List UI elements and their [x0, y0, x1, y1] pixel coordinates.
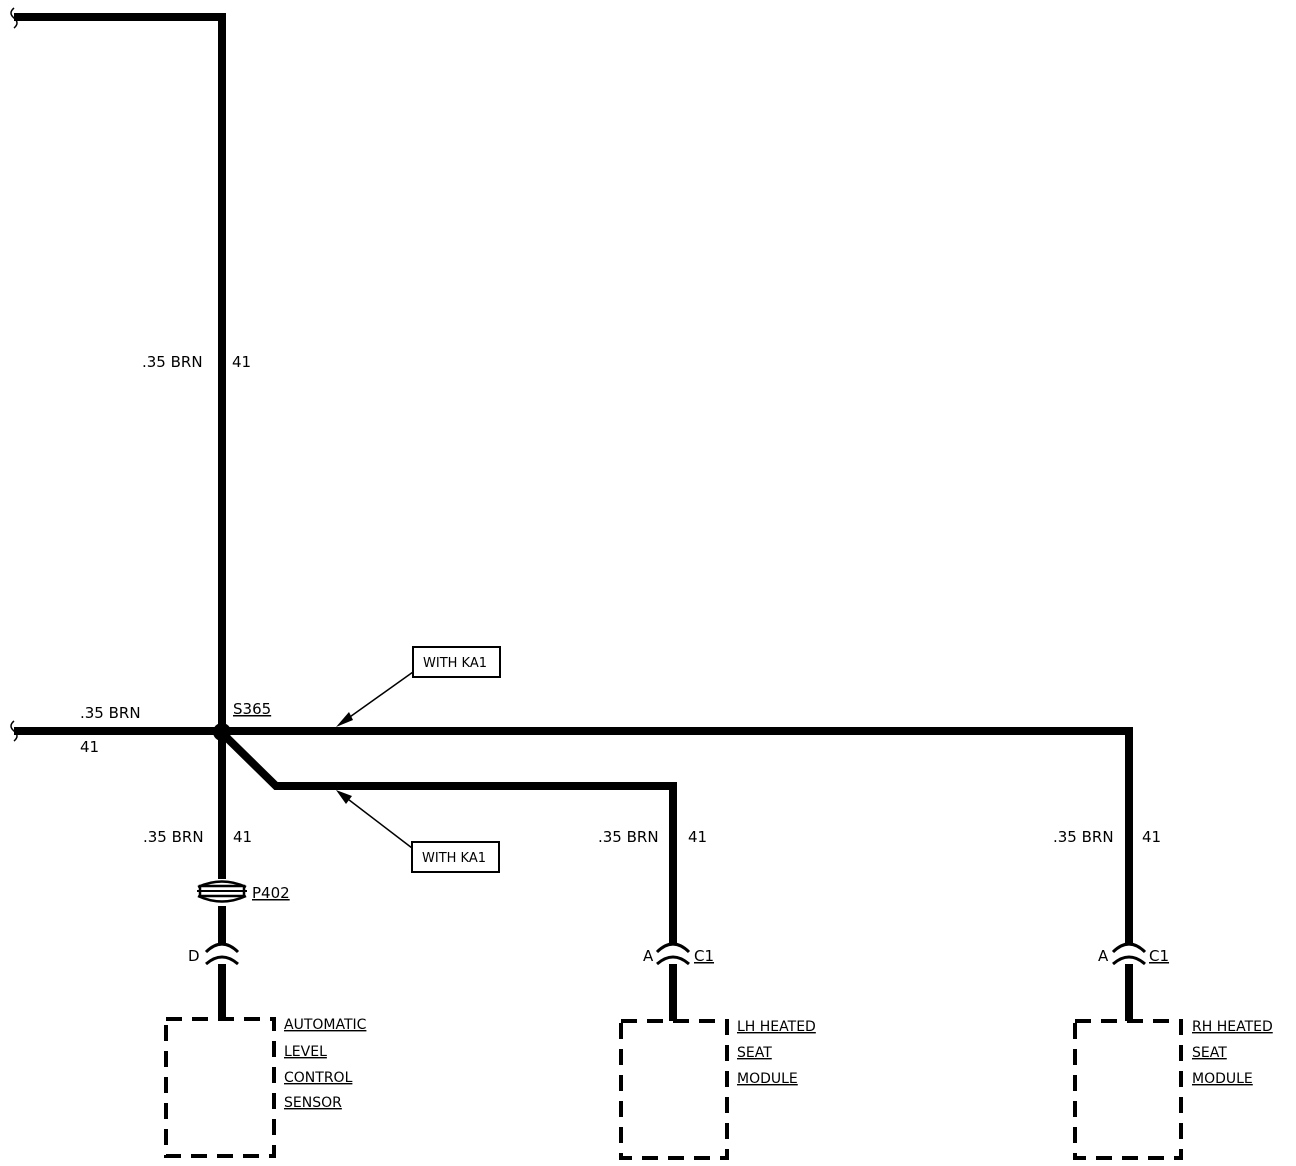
- sensor-connector-pin: D: [188, 947, 200, 965]
- sensor-wire-size-color: .35 BRN: [143, 828, 204, 846]
- rh-component-outline: [1073, 1019, 1183, 1160]
- rh-name-line-2: SEAT: [1192, 1045, 1227, 1061]
- rh-connector: [1111, 942, 1147, 966]
- splice-label: S365: [233, 700, 271, 718]
- lh-name-line-3: MODULE: [737, 1071, 798, 1087]
- left-wire-circuit: 41: [80, 738, 99, 756]
- sensor-name-line-4: SENSOR: [284, 1095, 342, 1111]
- option-note-upper-box: [412, 646, 501, 678]
- top-wire-circuit: 41: [232, 353, 251, 371]
- rh-wire: [222, 727, 1133, 944]
- lh-component-outline: [619, 1019, 729, 1160]
- sensor-name-line-2: LEVEL: [284, 1044, 327, 1060]
- option-note-upper: WITH KA1: [423, 656, 487, 671]
- option-note-upper-leader: [339, 671, 414, 725]
- sensor-name-line-3: CONTROL: [284, 1070, 353, 1086]
- inline-connector-label: P402: [252, 884, 290, 902]
- left-wire-size-color: .35 BRN: [80, 704, 141, 722]
- option-note-upper-arrowhead: [336, 712, 353, 727]
- option-note-lower-arrowhead: [336, 790, 352, 804]
- rh-wire-size-color: .35 BRN: [1053, 828, 1114, 846]
- sensor-wire-circuit: 41: [233, 828, 252, 846]
- top-wire-size-color: .35 BRN: [142, 353, 203, 371]
- lh-name-line-1: LH HEATED: [737, 1019, 816, 1035]
- lh-connector-label: C1: [694, 947, 714, 965]
- rh-name-line-1: RH HEATED: [1192, 1019, 1273, 1035]
- lh-name-line-2: SEAT: [737, 1045, 772, 1061]
- top-wire: [14, 13, 226, 733]
- inline-connector-p402: [197, 880, 247, 903]
- lh-wire: [219, 730, 677, 944]
- lh-wire-size-color: .35 BRN: [598, 828, 659, 846]
- sensor-name-line-1: AUTOMATIC: [284, 1017, 367, 1033]
- rh-connector-label: C1: [1149, 947, 1169, 965]
- sensor-component-outline: [164, 1017, 276, 1158]
- option-note-lower: WITH KA1: [422, 851, 486, 866]
- lh-connector: [655, 942, 691, 966]
- rh-wire-circuit: 41: [1142, 828, 1161, 846]
- rh-name-line-3: MODULE: [1192, 1071, 1253, 1087]
- option-note-lower-box: [411, 841, 500, 873]
- lh-wire-circuit: 41: [688, 828, 707, 846]
- splice-dot: [213, 723, 231, 741]
- sensor-connector: [204, 942, 240, 966]
- rh-connector-pin: A: [1098, 947, 1109, 965]
- lh-connector-pin: A: [643, 947, 654, 965]
- option-note-lower-leader: [339, 792, 413, 849]
